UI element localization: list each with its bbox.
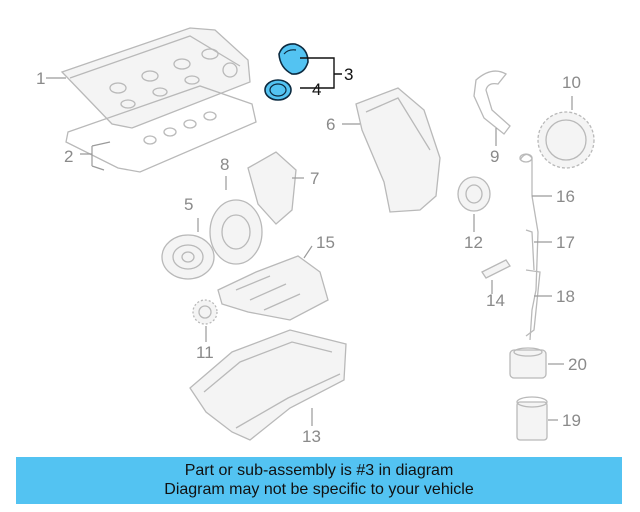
part-8-seal-plate: [209, 199, 263, 265]
callout-16: 16: [556, 187, 575, 206]
callout-12: 12: [464, 233, 483, 252]
callout-8: 8: [220, 155, 229, 174]
banner-line-1: Part or sub-assembly is #3 in diagram: [184, 462, 454, 479]
callout-2: 2: [64, 147, 73, 166]
callout-5: 5: [184, 195, 193, 214]
callout-10: 10: [562, 73, 581, 92]
callout-6: 6: [326, 115, 335, 134]
callout-4: 4: [312, 80, 321, 99]
callout-19: 19: [562, 411, 581, 430]
part-6-timing-cover: [355, 87, 441, 213]
part-13-oil-pan: [189, 329, 347, 441]
part-12-tensioner: [457, 176, 491, 212]
part-2-gasket: [65, 85, 257, 173]
part-14-sealant-tube: [481, 259, 511, 279]
callout-17: 17: [556, 233, 575, 252]
part-19-oil-filter: [516, 396, 548, 441]
callout-18: 18: [556, 287, 575, 306]
part-10-sprocket: [537, 111, 595, 169]
part-15-baffle: [217, 255, 329, 321]
callout-15: 15: [316, 233, 335, 252]
part-7-rear-cover: [247, 151, 297, 225]
callout-11: 11: [196, 343, 214, 362]
callout-13: 13: [302, 427, 321, 446]
part-9-timing-belt: [473, 70, 511, 135]
part-18-tube-bracket: [525, 269, 541, 337]
part-20-filter-housing: [509, 347, 547, 379]
callout-3: 3: [344, 65, 353, 84]
callout-9: 9: [490, 147, 499, 166]
callout-7: 7: [310, 169, 319, 188]
callout-14: 14: [486, 291, 505, 310]
callout-20: 20: [568, 355, 587, 374]
part-17-dipstick-tube: [525, 229, 535, 271]
part-11-gear: [192, 299, 218, 325]
part-5-crank-pulley: [161, 234, 215, 280]
part-3-oil-filler-cap: [278, 43, 309, 75]
banner-line-2: Diagram may not be specific to your vehi…: [164, 481, 474, 498]
part-16-dipstick: [519, 153, 539, 341]
part-info-banner: Part or sub-assembly is #3 in diagram Di…: [16, 457, 622, 504]
callout-1: 1: [36, 69, 45, 88]
part-1-valve-cover: [60, 27, 251, 129]
leader-lines: [46, 57, 573, 426]
part-4-cap-seal: [264, 79, 292, 101]
